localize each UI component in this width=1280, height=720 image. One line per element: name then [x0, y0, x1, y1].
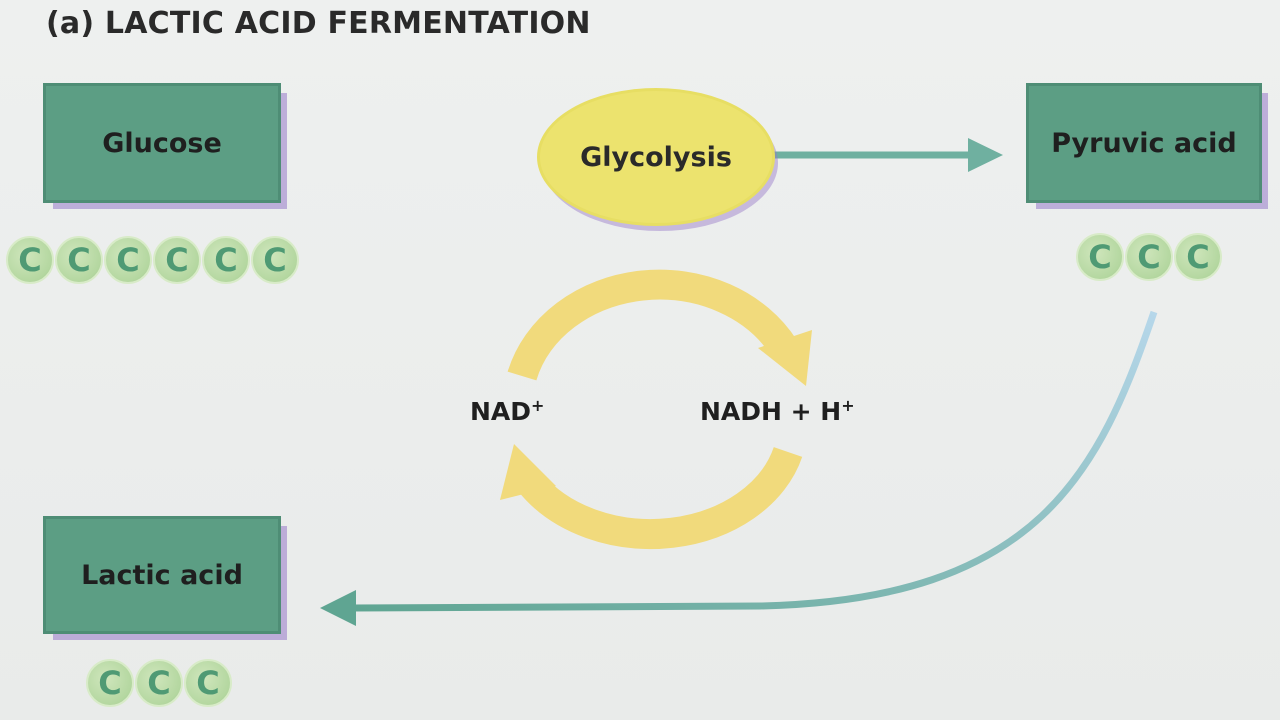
cycle-arrowhead-top	[758, 330, 812, 386]
carbon-atom: C	[135, 659, 183, 707]
carbon-atom: C	[1174, 233, 1222, 281]
lactic-acid-box: Lactic acid	[43, 516, 281, 634]
carbon-atom: C	[6, 236, 54, 284]
nadh-text: NADH + H	[700, 397, 842, 426]
pyruvic-acid-box: Pyruvic acid	[1026, 83, 1262, 203]
carbon-atom: C	[86, 659, 134, 707]
carbon-atom: C	[1125, 233, 1173, 281]
glycolysis-label: Glycolysis	[580, 141, 732, 173]
pyruvic-to-lactic-curve	[351, 310, 1158, 612]
carbon-atom: C	[202, 236, 250, 284]
carbon-atom: C	[104, 236, 152, 284]
lactic-acid-label: Lactic acid	[81, 559, 243, 591]
glucose-label: Glucose	[102, 127, 222, 159]
carbon-atom: C	[1076, 233, 1124, 281]
diagram-title: (a) LACTIC ACID FERMENTATION	[46, 6, 591, 41]
nad-charge: +	[531, 396, 545, 415]
pyruvic-acid-label: Pyruvic acid	[1051, 127, 1237, 159]
lactic-arrowhead	[320, 590, 356, 626]
nad-text: NAD	[470, 397, 532, 426]
lactic-acid-carbon-chain: C C C	[86, 659, 232, 707]
nadh-label: NADH + H+	[700, 396, 855, 426]
pyruvic-arrowhead	[968, 138, 1003, 172]
glucose-box: Glucose	[43, 83, 281, 203]
cycle-arc-top	[507, 269, 797, 381]
carbon-atom: C	[153, 236, 201, 284]
cycle-arrowhead-bottom	[500, 444, 556, 500]
nad-plus-label: NAD+	[470, 396, 544, 426]
cycle-arc-bottom	[518, 446, 803, 550]
glucose-carbon-chain: C C C C C C	[6, 236, 299, 284]
carbon-atom: C	[55, 236, 103, 284]
glycolysis-ellipse: Glycolysis	[537, 88, 775, 226]
pyruvic-acid-carbon-chain: C C C	[1076, 233, 1222, 281]
carbon-atom: C	[251, 236, 299, 284]
carbon-atom: C	[184, 659, 232, 707]
nadh-charge: +	[841, 396, 855, 415]
